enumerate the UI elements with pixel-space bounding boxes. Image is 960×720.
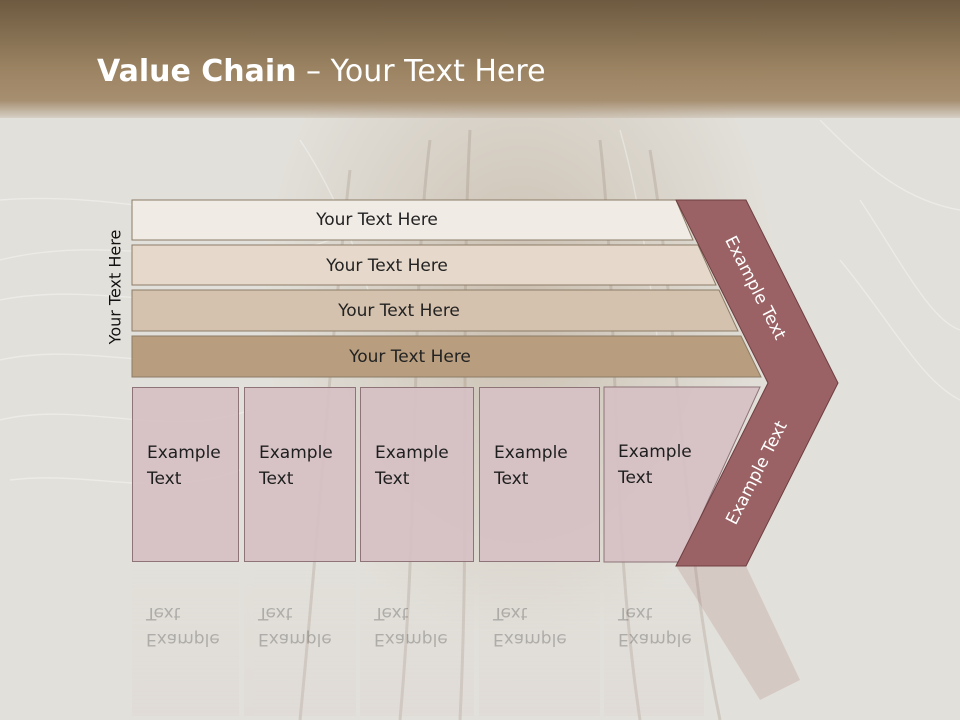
- activity-box-1: Example Text: [132, 387, 239, 562]
- activity-box-5: Example Text: [604, 387, 704, 562]
- box-label-4: Example Text: [494, 443, 568, 489]
- bar-shape-4: [131, 335, 762, 378]
- box-reflection-1: Example Text: [132, 566, 239, 716]
- reflection-label-2: Example Text: [258, 603, 332, 649]
- bar-label-3: Your Text Here: [338, 301, 460, 321]
- bar-shape-1: [131, 199, 694, 241]
- box-label-3: Example Text: [375, 443, 449, 489]
- box-label-2: Example Text: [259, 443, 333, 489]
- activity-box-2: Example Text: [244, 387, 356, 562]
- box-label-5: Example Text: [618, 442, 692, 488]
- bar-label-4: Your Text Here: [349, 347, 471, 367]
- box-reflection-4: Example Text: [479, 566, 600, 716]
- box-reflection-2: Example Text: [244, 566, 356, 716]
- title-rest: – Your Text Here: [296, 54, 546, 89]
- activity-box-3: Example Text: [360, 387, 474, 562]
- title-bar: [0, 0, 960, 118]
- bar-label-1: Your Text Here: [316, 210, 438, 230]
- box-reflection-3: Example Text: [360, 566, 474, 716]
- chevron-reflection: [676, 566, 800, 700]
- reflection-label-5: Example Text: [618, 603, 692, 649]
- activity-box-4: Example Text: [479, 387, 600, 562]
- bar-shape-3: [131, 289, 739, 332]
- bar-shape-2: [131, 244, 717, 286]
- reflection-label-3: Example Text: [374, 603, 448, 649]
- title-bold: Value Chain: [97, 54, 297, 89]
- chevron-arrow-shape: [675, 199, 839, 567]
- value-bar-3: Your Text Here: [132, 291, 736, 331]
- value-bar-4: Your Text Here: [132, 337, 758, 377]
- box-label-1: Example Text: [147, 443, 221, 489]
- reflection-label-1: Example Text: [146, 603, 220, 649]
- value-bar-2: Your Text Here: [132, 246, 712, 286]
- box-reflection-5: Example Text: [604, 566, 704, 716]
- reflection-label-4: Example Text: [493, 603, 567, 649]
- slide-title: Value Chain – Your Text Here: [97, 54, 546, 89]
- value-bar-1: Your Text Here: [132, 200, 692, 240]
- bar-label-2: Your Text Here: [326, 256, 448, 276]
